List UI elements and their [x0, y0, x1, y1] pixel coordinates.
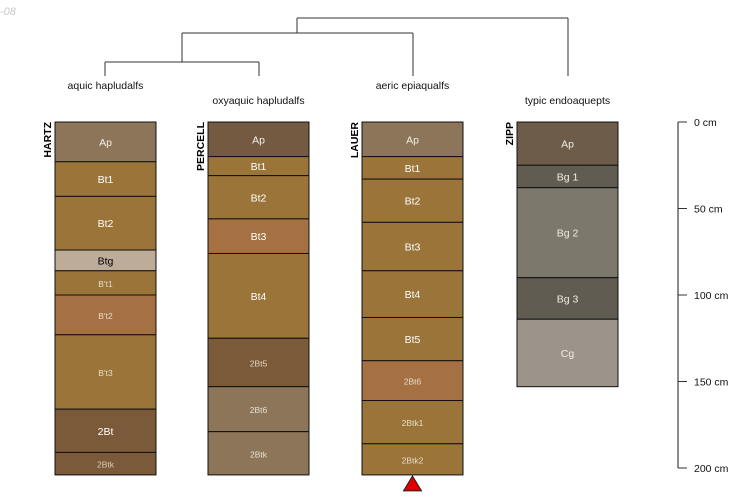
horizon-label: 2Btk — [250, 449, 268, 459]
horizon-2btk — [54, 451, 157, 476]
depth-tick-label: 200 cm — [694, 463, 729, 475]
horizon-2bt6 — [361, 360, 464, 402]
depth-tick-label: 150 cm — [694, 377, 729, 389]
taxon-label: aeric epiaqualfs — [376, 80, 450, 92]
horizon-bt2 — [361, 178, 464, 223]
horizon-label: B't2 — [98, 311, 113, 321]
horizon-label: Bt5 — [405, 334, 421, 346]
horizon-label: Bt1 — [405, 163, 421, 175]
horizon-label: 2Btk1 — [402, 418, 424, 428]
horizon-bt2 — [207, 175, 310, 220]
horizon-label: Bt4 — [405, 289, 421, 301]
profile-name: LAUER — [349, 122, 361, 159]
taxon-label: aquic hapludalfs — [68, 80, 144, 92]
corner-text: -08 — [0, 6, 16, 18]
horizon-ap — [54, 121, 157, 163]
horizon-2btk2 — [361, 443, 464, 476]
horizon-bt1 — [54, 270, 157, 296]
horizon-label: 2Bt6 — [404, 377, 422, 387]
horizon-cg — [516, 318, 619, 388]
horizon-label: Ap — [406, 134, 419, 146]
horizon-ap — [207, 121, 310, 158]
horizon-bg3 — [516, 277, 619, 320]
horizon-label: Ap — [252, 134, 265, 146]
horizon-bt4 — [207, 252, 310, 339]
horizon-label: Bt2 — [251, 192, 267, 204]
taxon-label: typic endoaquepts — [525, 95, 610, 107]
horizon-ap — [361, 121, 464, 158]
profile-name: HARTZ — [42, 121, 54, 157]
horizon-bg2 — [516, 187, 619, 279]
horizon-2bt6 — [207, 386, 310, 433]
horizon-bt3 — [207, 218, 310, 254]
depth-tick-label: 100 cm — [694, 290, 729, 302]
depth-tick-label: 0 cm — [694, 117, 717, 129]
soil-profile-zipp: Ap Bg 1 Bg 2 Bg 3 Cg ZIPP — [504, 121, 619, 388]
horizon-label: Bt3 — [405, 242, 421, 254]
taxon-label: oxyaquic hapludalfs — [212, 95, 304, 107]
horizon-label: Bt2 — [98, 218, 114, 230]
profile-name: PERCELL — [195, 121, 207, 171]
horizon-bt3 — [361, 221, 464, 272]
horizon-label: Bt2 — [405, 196, 421, 208]
horizon-2bt — [54, 408, 157, 453]
horizon-label: Bg 3 — [557, 293, 579, 305]
horizon-label: Bg 1 — [557, 171, 579, 183]
horizon-label: 2Btk — [97, 460, 115, 470]
horizon-label: Ap — [99, 137, 112, 149]
horizon-label: 2Bt6 — [250, 405, 268, 415]
horizon-2btk — [207, 431, 310, 476]
horizon-label: Bt4 — [251, 291, 267, 303]
horizon-ap — [516, 121, 619, 166]
horizon-2bt5 — [207, 337, 310, 388]
horizon-label: B't1 — [98, 279, 113, 289]
horizon-label: Bt1 — [251, 161, 267, 173]
horizon-label: 2Bt5 — [250, 358, 268, 368]
horizon-label: Btg — [98, 255, 114, 267]
profile-name: ZIPP — [504, 122, 516, 145]
horizon-label: Bt1 — [98, 174, 114, 186]
horizon-label: Ap — [561, 139, 574, 151]
horizon-label: 2Btk2 — [402, 455, 424, 465]
horizon-label: Cg — [561, 348, 575, 360]
horizon-label: Bg 2 — [557, 228, 579, 240]
depth-tick-label: 50 cm — [694, 204, 723, 216]
horizon-label: 2Bt — [98, 426, 114, 438]
horizon-bt4 — [361, 270, 464, 318]
horizon-label: Bt3 — [251, 231, 267, 243]
horizon-label: B't3 — [98, 368, 113, 378]
red-triangle-marker-icon — [402, 474, 423, 492]
